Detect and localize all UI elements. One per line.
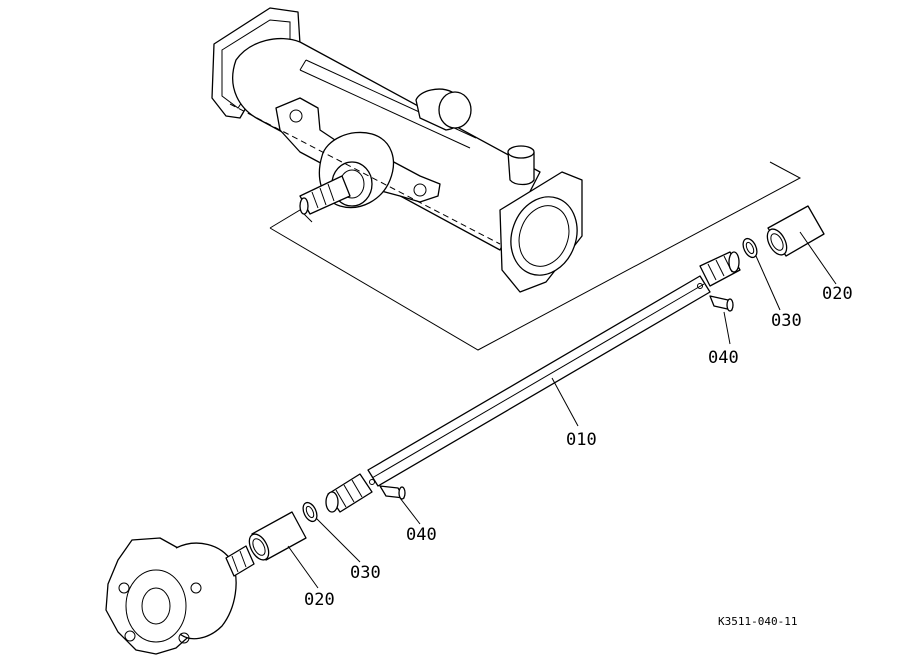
leader-010 bbox=[551, 377, 579, 427]
callout-020-lower: 020 bbox=[304, 590, 335, 610]
front-axle-housing bbox=[211, 7, 802, 351]
snap-ring-upper bbox=[742, 237, 758, 259]
grease-nipple-lower bbox=[379, 485, 406, 500]
callout-040-upper: 040 bbox=[708, 348, 739, 368]
housing-top-boss bbox=[507, 151, 535, 186]
propeller-shaft bbox=[325, 251, 741, 513]
grease-nipple-upper bbox=[709, 295, 734, 312]
callout-030-upper: 030 bbox=[771, 311, 802, 331]
collar-lower bbox=[248, 511, 307, 561]
leader-030-lower bbox=[315, 517, 361, 563]
leader-040-lower bbox=[399, 497, 421, 525]
collar-upper bbox=[766, 205, 825, 257]
transmission-case bbox=[105, 537, 255, 655]
housing-front-bracket bbox=[275, 97, 441, 203]
transmission-output-spline bbox=[225, 545, 255, 577]
snap-ring-lower bbox=[302, 501, 318, 523]
leader-lines bbox=[287, 231, 837, 589]
callout-030-lower: 030 bbox=[350, 563, 381, 583]
leader-020-upper bbox=[799, 231, 837, 285]
callout-020-upper: 020 bbox=[822, 284, 853, 304]
transmission-body bbox=[175, 542, 237, 640]
leader-020-lower bbox=[287, 545, 319, 589]
leader-030-upper bbox=[755, 255, 781, 311]
callout-040-lower: 040 bbox=[406, 525, 437, 545]
callout-010: 010 bbox=[566, 430, 597, 450]
leader-040-upper bbox=[723, 311, 731, 345]
drawing-number: K3511-040-11 bbox=[718, 615, 797, 628]
